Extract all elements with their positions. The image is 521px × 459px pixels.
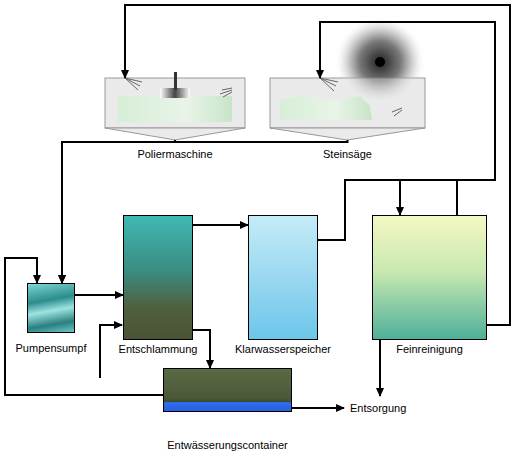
disposal-line xyxy=(292,407,344,409)
machine-tank: Poliermaschine xyxy=(105,78,245,140)
pipe-connector xyxy=(318,22,495,240)
settling-tank: Entschlammung xyxy=(123,215,193,340)
polishing-tank xyxy=(105,72,245,140)
node-label: Pumpensumpf xyxy=(16,342,87,355)
node-label: Entschlammung xyxy=(119,343,198,356)
sump-box: Pumpensumpf xyxy=(27,283,75,333)
pipe-connector xyxy=(193,224,248,226)
node-label: Entwässerungscontainer xyxy=(167,439,287,452)
dewatering-container: Entwässerungscontainer xyxy=(163,368,292,412)
pipe-connector xyxy=(75,294,123,296)
saw-tank xyxy=(270,16,426,140)
node-label: Feinreinigung xyxy=(396,343,463,356)
node-label: Steinsäge xyxy=(323,148,372,161)
disposal-line xyxy=(379,340,381,396)
fine-filter-box: Feinreinigung xyxy=(372,215,487,340)
flow-label: Entsorgung xyxy=(350,402,406,415)
node-label: Poliermaschine xyxy=(137,148,212,161)
node-label: Klarwasserspeicher xyxy=(235,343,331,356)
machine-tank: Steinsäge xyxy=(270,78,425,140)
clear-water-tank: Klarwasserspeicher xyxy=(248,215,318,340)
